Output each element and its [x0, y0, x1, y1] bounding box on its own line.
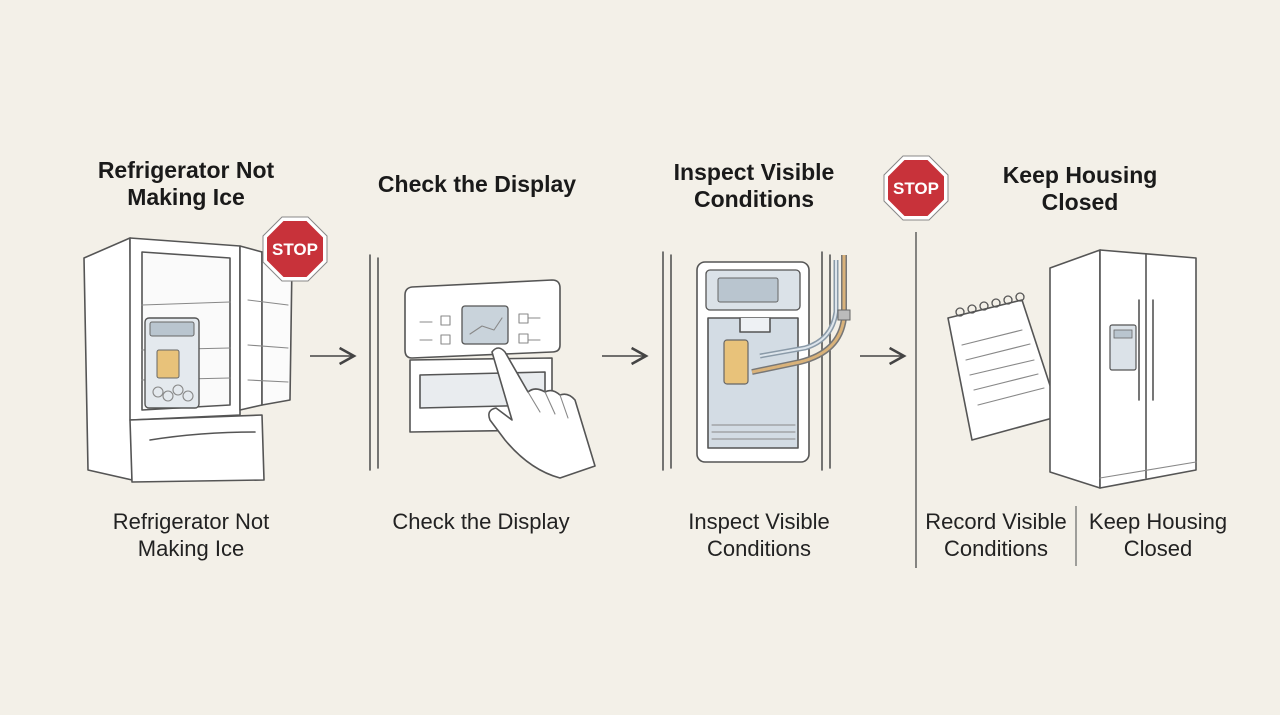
step-2-title: Check the Display	[362, 171, 592, 198]
step-1-title: Refrigerator Not Making Ice	[80, 157, 292, 211]
water-line-icon	[751, 255, 851, 375]
step-2-caption: Check the Display	[366, 508, 596, 535]
step-4-caption: Keep Housing Closed	[1080, 508, 1236, 562]
stop-sign-icon: STOP	[883, 155, 949, 221]
title-line: Conditions	[693, 186, 815, 212]
stop-sign-icon: STOP	[262, 216, 328, 282]
caption-line: Record Visible	[925, 509, 1067, 534]
notepad-icon	[947, 292, 1061, 441]
caption-line: Keep Housing	[1088, 509, 1228, 534]
title-line: Closed	[1041, 189, 1119, 215]
caption-line: Making Ice	[137, 536, 245, 561]
pointing-hand-icon	[488, 347, 596, 479]
caption-line: Conditions	[944, 536, 1048, 561]
stop-sign-label: STOP	[272, 240, 318, 259]
title-line: Check the Display	[377, 171, 577, 197]
record-conditions-caption: Record Visible Conditions	[918, 508, 1074, 562]
caption-line: Check the Display	[392, 509, 570, 534]
french-door-refrigerator-icon	[83, 237, 293, 483]
step-3-caption: Inspect Visible Conditions	[654, 508, 864, 562]
title-line: Refrigerator Not	[97, 157, 275, 183]
side-by-side-refrigerator-icon	[1049, 249, 1197, 489]
step-4-title: Keep Housing Closed	[980, 162, 1180, 216]
caption-line: Closed	[1123, 536, 1193, 561]
step-1-caption: Refrigerator Not Making Ice	[80, 508, 302, 562]
step-3-title: Inspect Visible Conditions	[648, 159, 860, 213]
caption-line: Refrigerator Not	[112, 509, 270, 534]
stop-sign-label: STOP	[893, 179, 939, 198]
title-line: Keep Housing	[1002, 162, 1158, 188]
caption-line: Conditions	[707, 536, 811, 561]
caption-line: Inspect Visible	[688, 509, 830, 534]
title-line: Inspect Visible	[673, 159, 835, 185]
title-line: Making Ice	[127, 184, 245, 210]
